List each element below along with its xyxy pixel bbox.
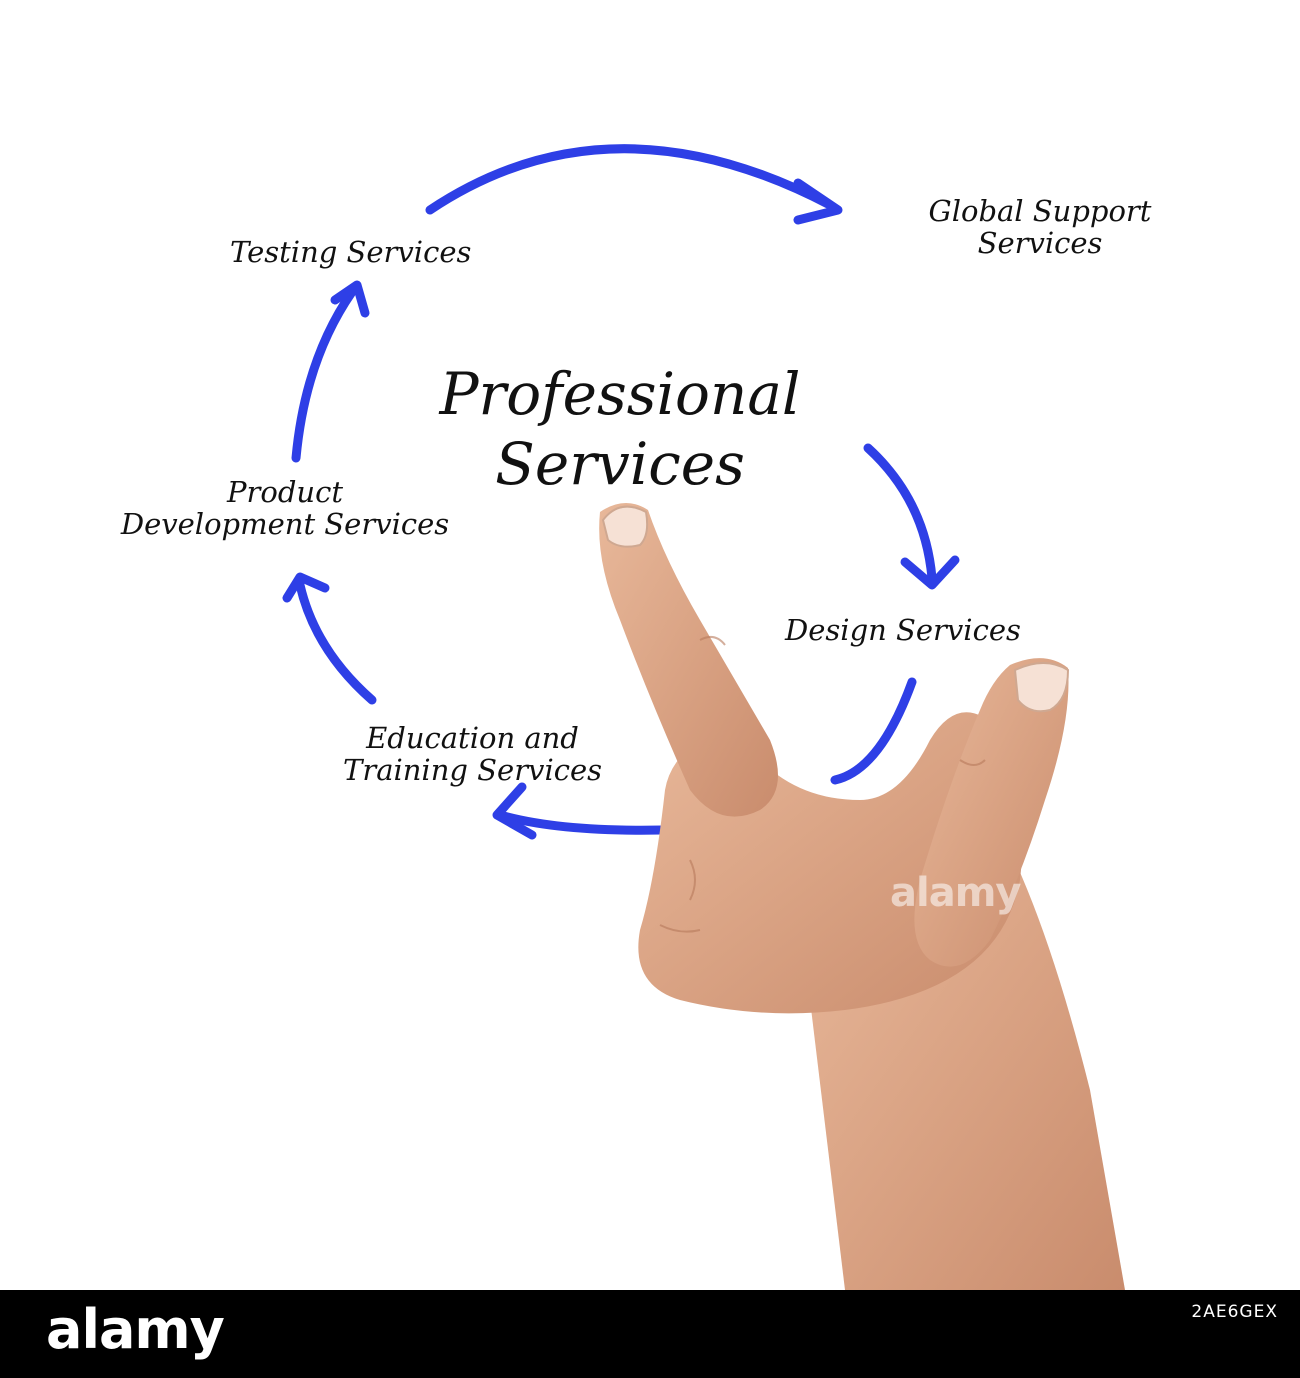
- arrowhead-testing: [330, 280, 370, 318]
- thumb-shape: [914, 658, 1069, 967]
- node-global-support-services: Global Support Services: [880, 195, 1200, 260]
- node-product-line1: Product: [227, 475, 343, 509]
- cycle-arrows: [282, 144, 960, 840]
- arrowhead-product: [282, 572, 330, 603]
- node-design-services: Design Services: [785, 613, 1021, 647]
- node-education-line1: Education and: [366, 721, 579, 755]
- center-title-line2: Services: [495, 429, 745, 498]
- node-education-training-services: Education and Training Services: [300, 722, 645, 787]
- arrow-design-to-education: [830, 677, 917, 785]
- node-product-line2: Development Services: [120, 507, 450, 542]
- index-finger-shape: [599, 502, 778, 817]
- node-education-line2: Training Services: [342, 753, 603, 788]
- arrowhead-global: [793, 178, 843, 225]
- diagram-canvas: alamy alamy Professional Services Testin…: [90, 144, 1200, 1290]
- arrow-education-to-product: [295, 580, 377, 705]
- thumbnail: [1013, 662, 1070, 713]
- node-product-development-services: Product Development Services: [90, 476, 480, 541]
- stock-footer-bar: alamy 2AE6GEX: [0, 1290, 1300, 1378]
- image-id: 2AE6GEX: [1191, 1302, 1278, 1322]
- arrowhead-education: [492, 782, 537, 840]
- watermark-corner: alamy: [1220, 1260, 1300, 1295]
- arrow-testing-to-global: [425, 144, 835, 215]
- watermark-hand: alamy: [890, 870, 1021, 916]
- arrow-product-to-testing: [291, 287, 357, 463]
- node-global-line1: Global Support: [928, 194, 1152, 228]
- hand-pointing-photo: [599, 502, 1125, 1290]
- center-title: Professional Services: [380, 360, 860, 499]
- index-fingernail: [601, 505, 649, 548]
- brand-logo: alamy: [46, 1298, 225, 1361]
- arrow-design-to-education-tail: [495, 810, 667, 835]
- arrowhead-design: [900, 555, 960, 590]
- arrow-center-to-design: [863, 443, 937, 583]
- center-title-line1: Professional: [439, 360, 801, 428]
- node-global-line2: Services: [977, 226, 1103, 261]
- node-testing-services: Testing Services: [230, 235, 472, 269]
